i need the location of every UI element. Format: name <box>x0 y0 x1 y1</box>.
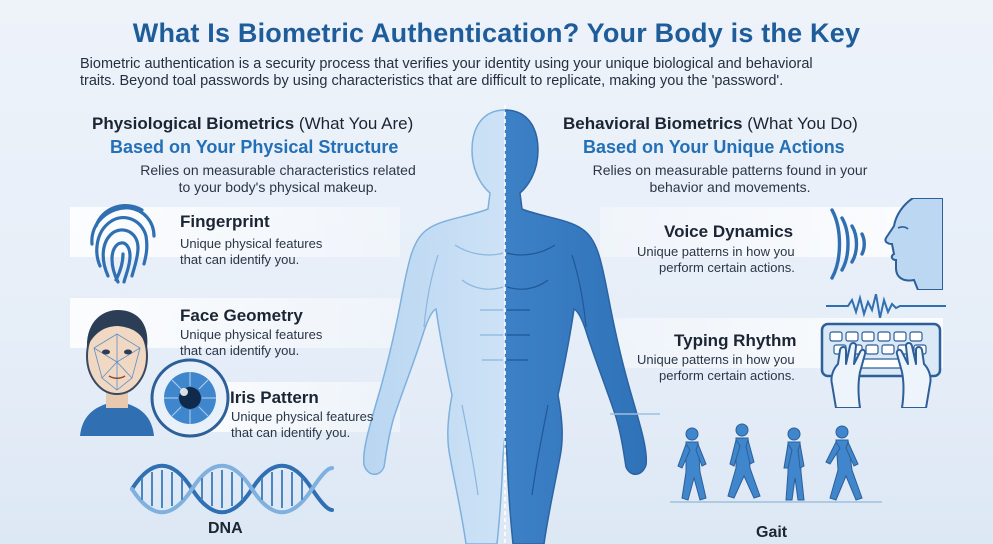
behavioral-heading-note: (What You Do) <box>747 114 858 133</box>
behavioral-heading: Behavioral Biometrics (What You Do) <box>563 114 858 134</box>
behavioral-heading-text: Behavioral Biometrics <box>563 114 743 133</box>
band-fingerprint <box>70 207 400 257</box>
fingerprint-icon <box>90 204 156 284</box>
typing-rhythm-desc: Unique patterns in how you perform certa… <box>637 352 795 384</box>
physiological-desc-line-2: to your body's physical makeup. <box>178 179 378 195</box>
gait-label: Gait <box>756 524 788 541</box>
voice-icon <box>830 198 943 290</box>
voice-dynamics-desc: Unique patterns in how you perform certa… <box>637 244 795 276</box>
intro-line-1: Biometric authentication is a security p… <box>80 56 813 72</box>
fingerprint-desc-line-2: that can identify you. <box>180 252 300 267</box>
typing-rhythm-desc-line-2: perform certain actions. <box>659 368 795 383</box>
human-body-figure <box>362 105 648 544</box>
typing-rhythm-title: Typing Rhythm <box>674 331 797 350</box>
physiological-heading-note: (What You Are) <box>298 114 414 133</box>
dna-label: DNA <box>208 520 243 537</box>
physiological-desc: Relies on measurable characteristics rel… <box>118 162 438 196</box>
iris-pattern-desc: Unique physical features that can identi… <box>231 409 373 441</box>
voice-dynamics-desc-line-1: Unique patterns in how you <box>637 244 795 259</box>
walking-figures-icon <box>610 413 882 503</box>
behavioral-subheading: Based on Your Unique Actions <box>583 137 845 157</box>
face-geometry-title: Face Geometry <box>180 306 303 325</box>
face-icon <box>80 310 154 436</box>
iris-pattern-desc-line-2: that can identify you. <box>231 425 351 440</box>
face-geometry-desc: Unique physical features that can identi… <box>180 327 322 359</box>
soundwave-icon <box>826 294 946 318</box>
physiological-subheading: Based on Your Physical Structure <box>110 137 399 157</box>
voice-dynamics-title: Voice Dynamics <box>664 222 794 241</box>
band-iris <box>200 382 400 432</box>
fingerprint-title: Fingerprint <box>180 212 270 231</box>
behavioral-desc-line-2: behavior and movements. <box>649 179 811 195</box>
voice-dynamics-desc-line-2: perform certain actions. <box>659 260 795 275</box>
fingerprint-desc-line-1: Unique physical features <box>180 236 323 251</box>
band-voice <box>600 207 943 257</box>
eye-icon <box>150 358 230 438</box>
page-title: What Is Biometric Authentication? Your B… <box>132 18 861 48</box>
face-geometry-desc-line-1: Unique physical features <box>180 327 323 342</box>
iris-pattern-title: Iris Pattern <box>230 388 319 407</box>
physiological-heading-text: Physiological Biometrics <box>92 114 295 133</box>
physiological-heading: Physiological Biometrics (What You Are) <box>92 114 413 134</box>
typing-rhythm-desc-line-1: Unique patterns in how you <box>637 352 795 367</box>
behavioral-desc-line-1: Relies on measurable patterns found in y… <box>592 162 868 178</box>
iris-pattern-desc-line-1: Unique physical features <box>231 409 374 424</box>
intro-line-2: traits. Beyond toal passwords by using c… <box>80 73 784 89</box>
fingerprint-desc: Unique physical features that can identi… <box>180 236 322 268</box>
dna-icon <box>130 463 334 515</box>
behavioral-desc: Relies on measurable patterns found in y… <box>560 162 900 196</box>
physiological-desc-line-1: Relies on measurable characteristics rel… <box>140 162 416 178</box>
intro-text: Biometric authentication is a security p… <box>80 56 913 90</box>
keyboard-icon <box>820 322 942 408</box>
face-geometry-desc-line-2: that can identify you. <box>180 343 300 358</box>
